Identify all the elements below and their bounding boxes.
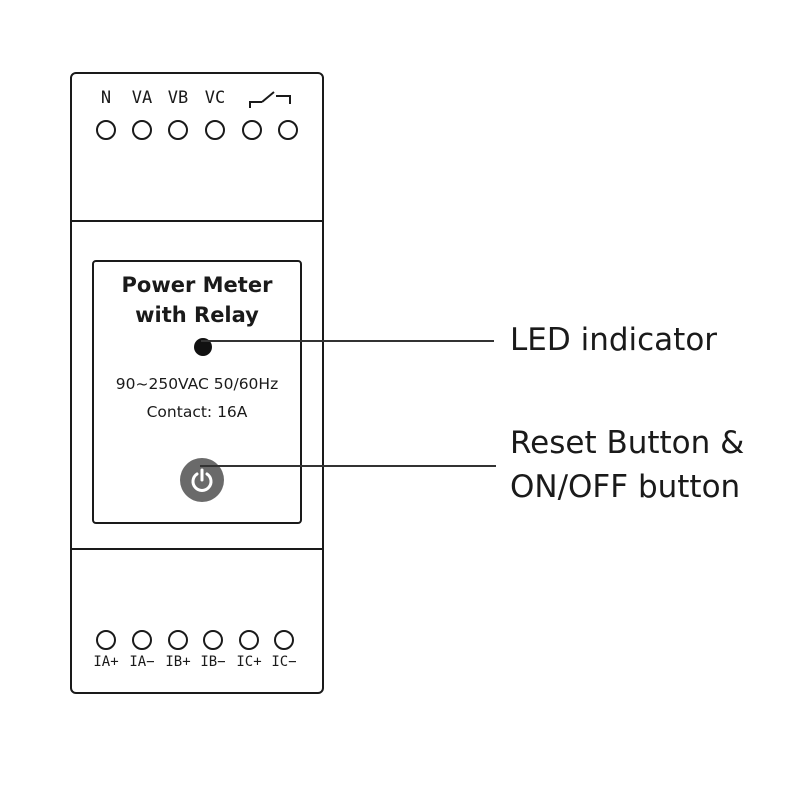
terminal-ic-minus: [274, 630, 294, 650]
terminal-va: [132, 120, 152, 140]
device-title-line2: with Relay: [135, 303, 259, 327]
terminal-label-vc: VC: [204, 88, 226, 108]
led-leader-line: [201, 340, 494, 342]
terminal-label-ic-plus: IC+: [236, 654, 262, 670]
terminal-ib-minus: [203, 630, 223, 650]
terminal-relay-1: [242, 120, 262, 140]
terminal-ia-plus: [96, 630, 116, 650]
front-panel-band: Power Meter with Relay 90~250VAC 50/60Hz…: [72, 220, 322, 550]
terminal-label-n: N: [100, 88, 112, 108]
power-icon: [191, 468, 213, 492]
device-title-line1: Power Meter: [121, 273, 273, 297]
terminal-n: [96, 120, 116, 140]
terminal-label-ib-minus: IB−: [200, 654, 226, 670]
terminal-vb: [168, 120, 188, 140]
terminal-relay-2: [278, 120, 298, 140]
led-indicator: [194, 338, 212, 356]
callout-led: LED indicator: [510, 322, 718, 358]
callout-button-line1: Reset Button &: [510, 425, 745, 461]
terminal-label-ic-minus: IC−: [271, 654, 297, 670]
terminal-label-ia-plus: IA+: [93, 654, 119, 670]
terminal-label-vb: VB: [167, 88, 189, 108]
terminal-label-ia-minus: IA−: [129, 654, 155, 670]
spec-contact: Contact: 16A: [146, 403, 248, 421]
power-meter-device: N VA VB VC Power Meter with Relay 90~250…: [70, 72, 324, 694]
front-panel: Power Meter with Relay 90~250VAC 50/60Hz…: [92, 260, 302, 524]
top-terminal-block: N VA VB VC: [72, 74, 322, 220]
terminal-vc: [205, 120, 225, 140]
relay-contact-icon: [249, 91, 291, 108]
terminal-ib-plus: [168, 630, 188, 650]
button-leader-line: [200, 465, 496, 467]
terminal-label-va: VA: [131, 88, 153, 108]
callout-button-line2: ON/OFF button: [510, 469, 741, 505]
terminal-ia-minus: [132, 630, 152, 650]
spec-voltage: 90~250VAC 50/60Hz: [115, 375, 279, 393]
terminal-label-ib-plus: IB+: [165, 654, 191, 670]
terminal-ic-plus: [239, 630, 259, 650]
bottom-terminal-block: IA+ IA− IB+ IB− IC+ IC−: [72, 550, 322, 692]
